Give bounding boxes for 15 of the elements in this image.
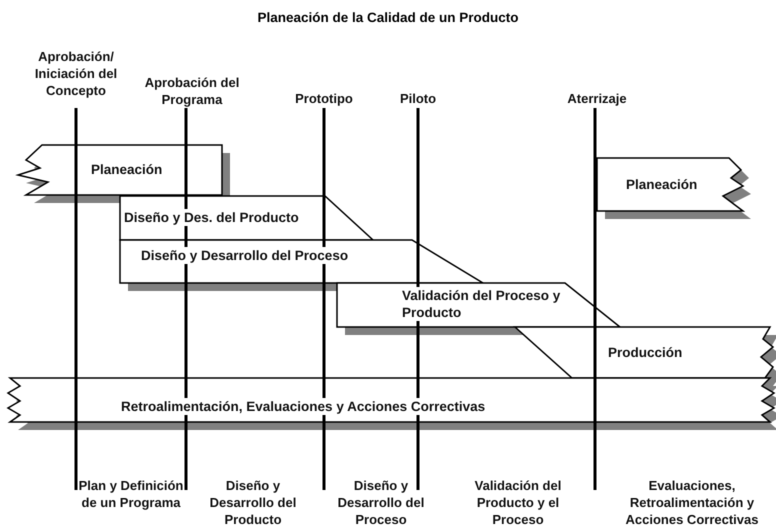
phase-name: Evaluaciones, Retroalimentación y Acciones Correctivas (624, 477, 760, 528)
phase-label: Retroalimentación, Evaluaciones y Acciones Correctivas (120, 398, 486, 415)
phase-name: Diseño y Desarrollo del Proceso (336, 477, 426, 528)
phase-label: Diseño y Desarrollo del Proceso (140, 247, 350, 264)
title: Planeación de la Calidad de un Producto (256, 10, 520, 25)
milestone-label: Prototipo (294, 90, 354, 107)
phase-name: Validación del Producto y el Proceso (474, 477, 562, 528)
phase-label: Validación del Proceso y Producto (401, 287, 563, 321)
milestone-label: Aprobación/ Iniciación del Concepto (34, 48, 118, 99)
milestone-label: Piloto (398, 90, 438, 107)
phase-name: Diseño y Desarrollo del Producto (208, 477, 298, 528)
milestone-label: Aprobación del Programa (144, 74, 240, 108)
milestone-label: Aterrizaje (566, 90, 628, 107)
phase-label: Diseño y Des. del Producto (123, 209, 300, 226)
phase-name: Plan y Definición de un Programa (78, 477, 184, 511)
